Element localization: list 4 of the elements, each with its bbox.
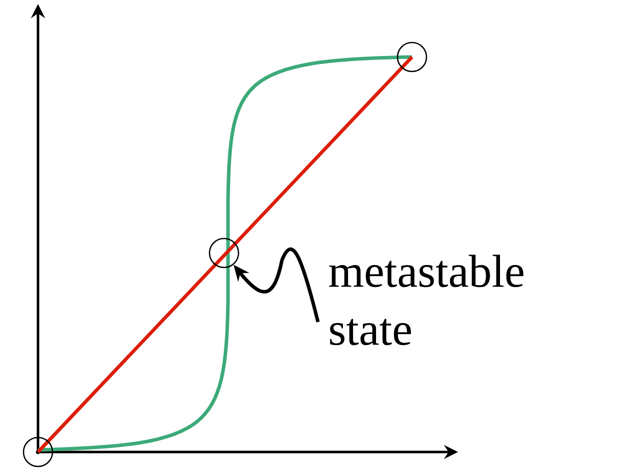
circle-marker bbox=[22, 436, 54, 468]
state-label: metastable state bbox=[329, 254, 524, 346]
circle-marker bbox=[396, 42, 428, 72]
circle-marker bbox=[208, 238, 240, 268]
